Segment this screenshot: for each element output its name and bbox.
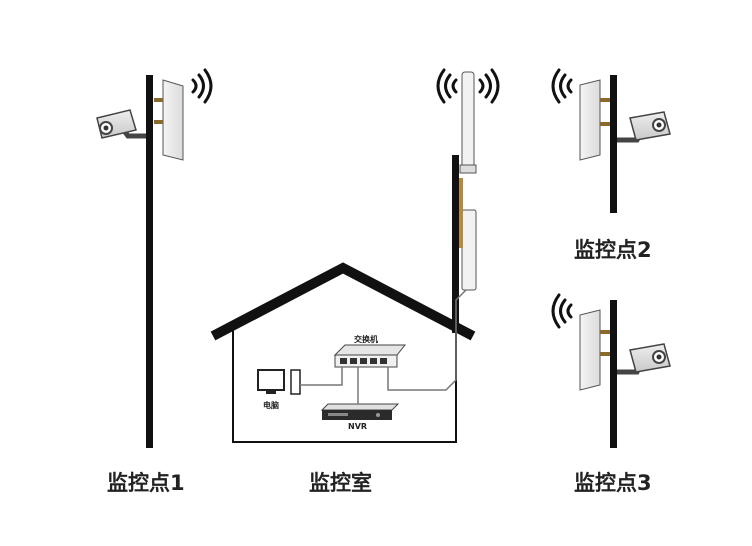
switch-label: 交换机 <box>354 335 378 344</box>
central-antenna-assembly <box>436 68 500 333</box>
computer-icon <box>257 369 301 395</box>
computer-label: 电脑 <box>263 401 279 410</box>
site1-pole <box>146 75 153 448</box>
site1-camera-icon <box>96 109 146 139</box>
nvr-label: NVR <box>348 422 368 431</box>
cable-switch-to-bridge <box>387 289 467 391</box>
network-switch <box>333 344 407 368</box>
outdoor-bridge-unit <box>459 178 477 291</box>
site1-bridge-antenna <box>154 79 184 161</box>
wifi-signal-icon <box>436 68 500 104</box>
site2-pole-assembly <box>551 68 671 213</box>
wifi-signal-icon <box>191 68 213 104</box>
network-cables <box>300 289 467 404</box>
nvr-device-icon <box>320 403 400 420</box>
cable-switch-to-computer <box>300 367 343 386</box>
wifi-signal-icon <box>551 293 573 329</box>
house-roof <box>210 262 476 341</box>
site1-label: 监控点1 <box>107 471 185 495</box>
site2-bridge-antenna <box>579 79 610 161</box>
wifi-signal-icon <box>551 68 573 104</box>
control-room-label: 监控室 <box>309 471 372 495</box>
control-room-house <box>210 262 476 443</box>
site3-bridge-antenna <box>579 309 610 391</box>
site1-pole-assembly <box>96 68 213 448</box>
site3-camera-icon <box>617 343 671 375</box>
site2-label: 监控点2 <box>574 238 652 262</box>
central-pole <box>452 155 459 333</box>
site2-camera-icon <box>617 111 671 143</box>
site3-label: 监控点3 <box>574 471 652 495</box>
site3-pole-assembly <box>551 293 671 448</box>
site2-pole <box>610 75 617 213</box>
omni-antenna <box>459 71 477 174</box>
site3-pole <box>610 300 617 448</box>
house-walls <box>232 327 457 443</box>
